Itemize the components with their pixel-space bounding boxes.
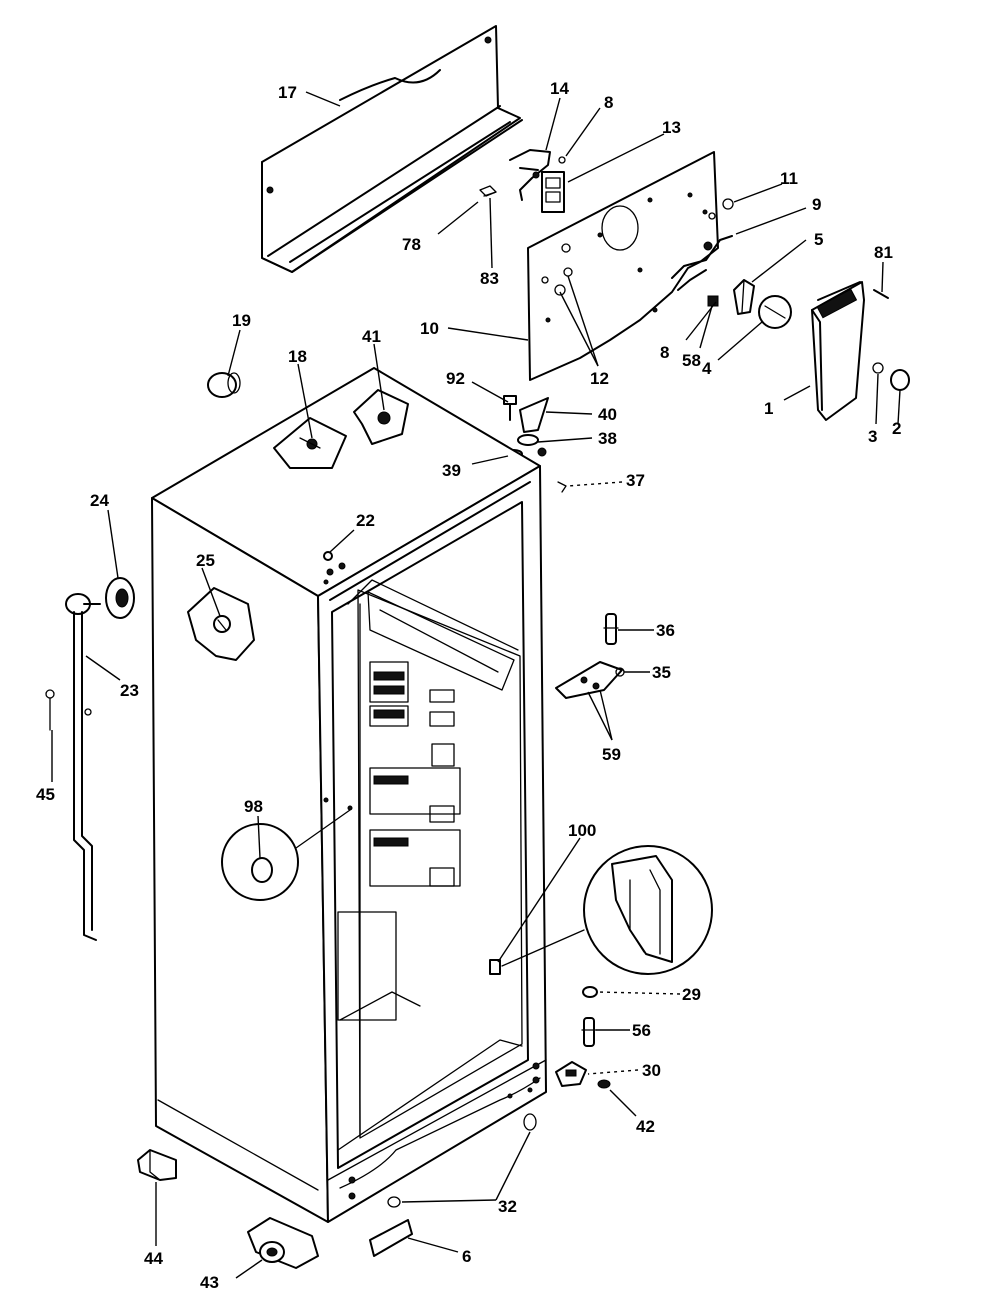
part-14-bracket: [509, 149, 566, 201]
callout-81: 81: [874, 243, 893, 262]
part-5-knob-stem: [733, 279, 755, 315]
callout-19: 19: [232, 311, 251, 330]
callout-25: 25: [196, 551, 215, 570]
callout-4: 4: [702, 359, 712, 378]
callout-5: 5: [814, 230, 823, 249]
part-58-clip: [707, 295, 719, 307]
callout-58: 58: [682, 351, 701, 370]
part-1-housing: [811, 281, 884, 421]
callout-42: 42: [636, 1117, 655, 1136]
part-30-hinge: [555, 1061, 587, 1087]
callout-44: 44: [144, 1249, 163, 1268]
callout-40: 40: [598, 405, 617, 424]
callout-11: 11: [780, 169, 798, 188]
callout-8-lower: 8: [660, 343, 669, 362]
callout-59: 59: [602, 745, 621, 764]
callout-83: 83: [480, 269, 499, 288]
callout-39: 39: [442, 461, 461, 480]
part-45-screw: [45, 689, 55, 731]
part-44-foot: [137, 1149, 177, 1181]
callout-13: 13: [662, 118, 681, 137]
part-92-bolt: [503, 395, 517, 421]
part-19-roller: [207, 372, 241, 398]
callout-41: 41: [362, 327, 381, 346]
callout-35: 35: [652, 663, 671, 682]
part-13-switch: [541, 171, 565, 213]
callout-92: 92: [446, 369, 465, 388]
part-56-pin: [581, 1017, 597, 1047]
part-35-hinge: [555, 661, 625, 699]
callout-98: 98: [244, 797, 263, 816]
part-81-screw: [873, 289, 889, 299]
part-98-detail: [221, 809, 351, 901]
part-29-washer: [582, 986, 598, 998]
callout-36: 36: [656, 621, 675, 640]
part-38-pin: [517, 434, 547, 457]
callout-3: 3: [868, 427, 877, 446]
part-23-rod: [65, 593, 101, 941]
callout-labels: 17 14 8 13 11 9 5 81 78 83 19 18 41 10 1…: [36, 79, 901, 1292]
callout-2: 2: [892, 419, 901, 438]
part-24-bushing: [105, 577, 135, 619]
callout-6: 6: [462, 1247, 471, 1266]
callout-1: 1: [764, 399, 773, 418]
part-42-screw: [597, 1079, 611, 1089]
part-40-hinge: [519, 397, 549, 433]
callout-12: 12: [590, 369, 609, 388]
callout-17: 17: [278, 83, 297, 102]
callout-30: 30: [642, 1061, 661, 1080]
part-2-knob: [890, 369, 910, 391]
callout-78: 78: [402, 235, 421, 254]
part-11-washer: [722, 198, 734, 210]
callout-22: 22: [356, 511, 375, 530]
callout-23: 23: [120, 681, 139, 700]
callout-29: 29: [682, 985, 701, 1004]
callout-9: 9: [812, 195, 821, 214]
callout-8-top: 8: [604, 93, 613, 112]
part-32-plugs: [387, 1113, 537, 1208]
part-100-clip: [489, 845, 713, 975]
callout-14: 14: [550, 79, 569, 98]
part-83-clip: [479, 185, 497, 197]
part-37-screw: [557, 481, 567, 493]
callout-38: 38: [598, 429, 617, 448]
part-9-thermostat-lever: [671, 235, 733, 291]
callout-56: 56: [632, 1021, 651, 1040]
callout-24: 24: [90, 491, 109, 510]
part-6-grille: [369, 1219, 413, 1257]
callout-10: 10: [420, 319, 439, 338]
part-25-side-plate: [187, 587, 255, 661]
part-43-roller: [247, 1217, 319, 1269]
part-22-plug: [323, 551, 333, 561]
leader-lines: [51, 91, 901, 1279]
part-17-top-channel: [261, 25, 523, 273]
callout-100: 100: [568, 821, 596, 840]
callout-43: 43: [200, 1273, 219, 1292]
callout-45: 45: [36, 785, 55, 804]
callout-37: 37: [626, 471, 645, 490]
part-18-plate: [273, 417, 347, 469]
part-36-pin: [603, 613, 619, 645]
part-41-plate: [353, 389, 409, 445]
callout-32: 32: [498, 1197, 517, 1216]
callout-18: 18: [288, 347, 307, 366]
part-4-dial: [758, 295, 792, 329]
cabinet-body: [151, 367, 547, 1223]
